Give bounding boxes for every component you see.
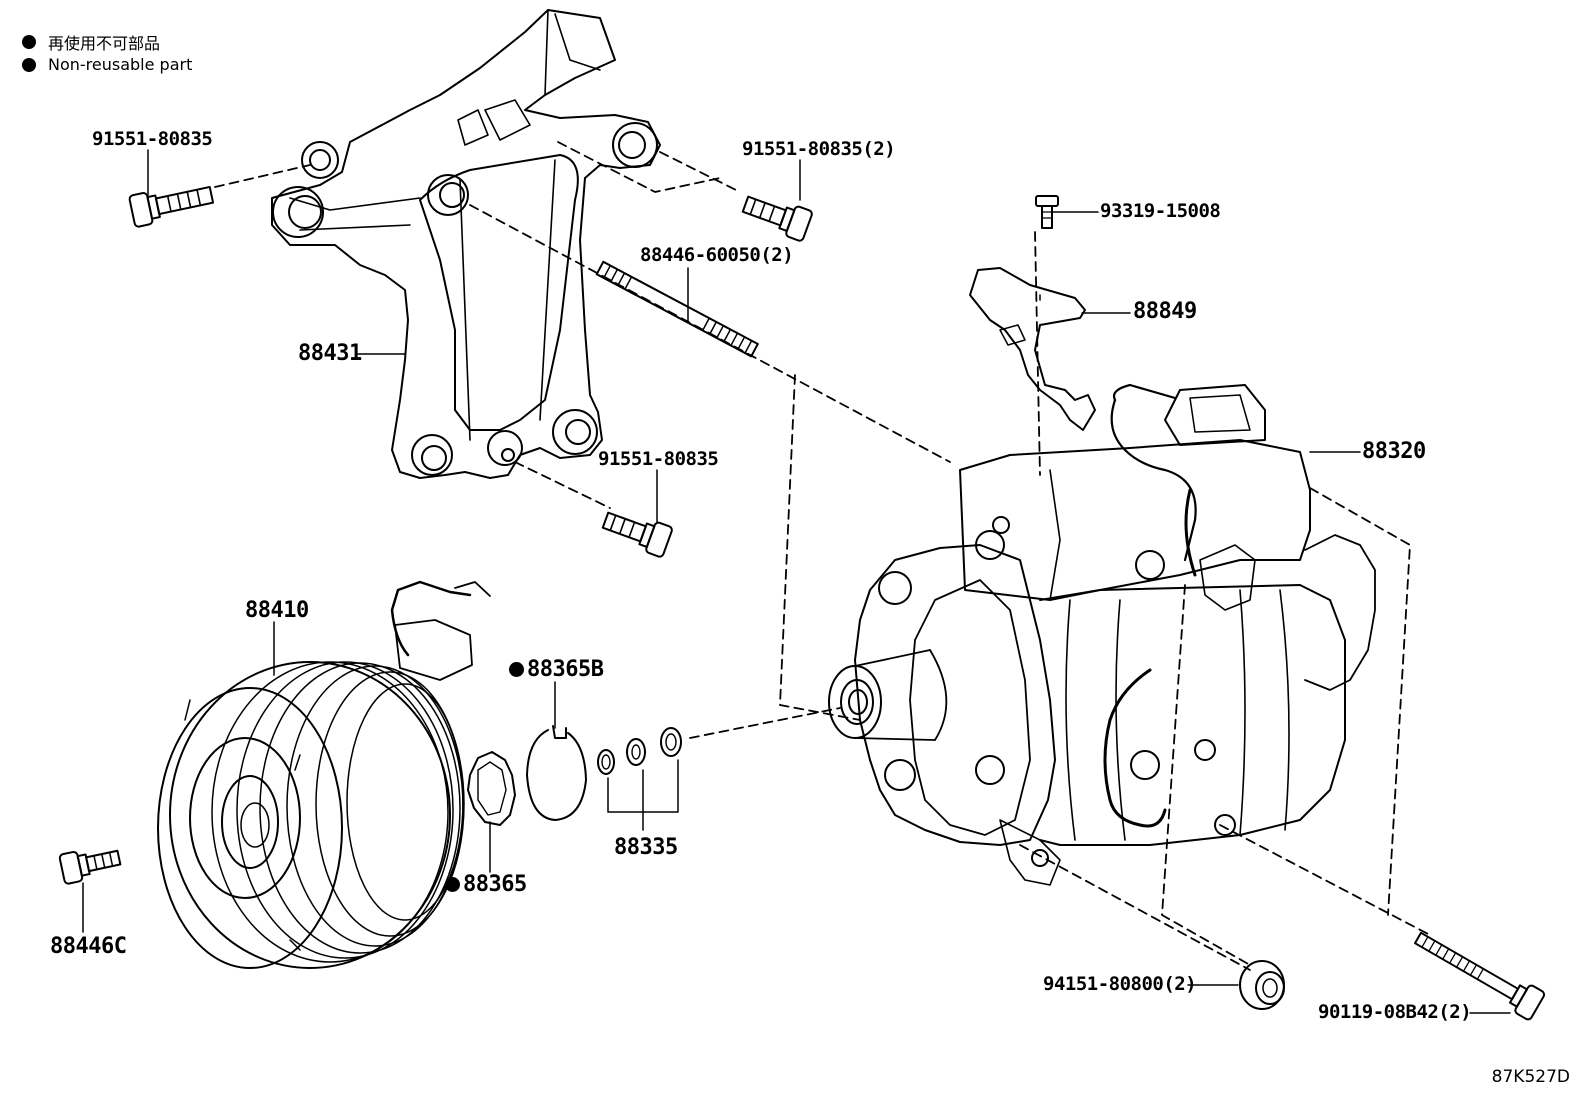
- non-reusable-dot-icon: [22, 57, 36, 72]
- label-nut: 94151-80800(2): [1043, 973, 1197, 995]
- snap-ring: [526, 725, 587, 821]
- label-bolt-pulley: 88446C: [50, 934, 127, 959]
- bolt-mid: [601, 511, 673, 558]
- legend-en-text: Non-reusable part: [48, 55, 193, 74]
- non-reusable-dot-icon: [22, 35, 36, 49]
- label-shims: 88335: [614, 835, 678, 860]
- label-bolt-top-right: 91551-80835(2): [742, 138, 896, 160]
- harness-bracket: [969, 267, 1096, 431]
- pulley: [157, 580, 491, 969]
- label-bracket: 88431: [298, 341, 362, 366]
- retainer: [467, 751, 516, 826]
- label-stud: 88446-60050(2): [640, 244, 794, 266]
- screw: [1035, 195, 1059, 229]
- label-bolt-mid: 91551-80835: [598, 448, 719, 470]
- stud: [595, 260, 759, 358]
- legend-en: Non-reusable part: [22, 55, 192, 74]
- non-reusable-dot-icon: [509, 662, 524, 677]
- label-screw: 93319-15008: [1100, 200, 1221, 222]
- bracket: [271, 9, 661, 479]
- bolt-top-right: [741, 195, 813, 242]
- nut: [1239, 960, 1285, 1010]
- assembly-lines: [214, 141, 1431, 971]
- long-bolt: [1414, 931, 1546, 1021]
- label-long-bolt: 90119-08B42(2): [1318, 1001, 1472, 1023]
- label-bolt-top-left: 91551-80835: [92, 128, 213, 150]
- label-compressor: 88320: [1362, 439, 1426, 464]
- figure-code: 87K527D: [1491, 1067, 1570, 1087]
- label-pulley: 88410: [245, 598, 309, 623]
- bolt-top-left: [128, 185, 215, 228]
- leader-lines: [82, 149, 1511, 1014]
- legend-jp: 再使用不可部品: [22, 30, 160, 54]
- label-harness-bracket: 88849: [1133, 299, 1197, 324]
- bolt-pulley: [58, 849, 122, 885]
- label-retainer: 88365: [445, 872, 527, 897]
- legend-jp-text: 再使用不可部品: [48, 34, 161, 53]
- label-snap-ring: 88365B: [509, 657, 604, 682]
- shims: [597, 727, 682, 775]
- compressor: [828, 383, 1376, 886]
- non-reusable-dot-icon: [445, 877, 460, 892]
